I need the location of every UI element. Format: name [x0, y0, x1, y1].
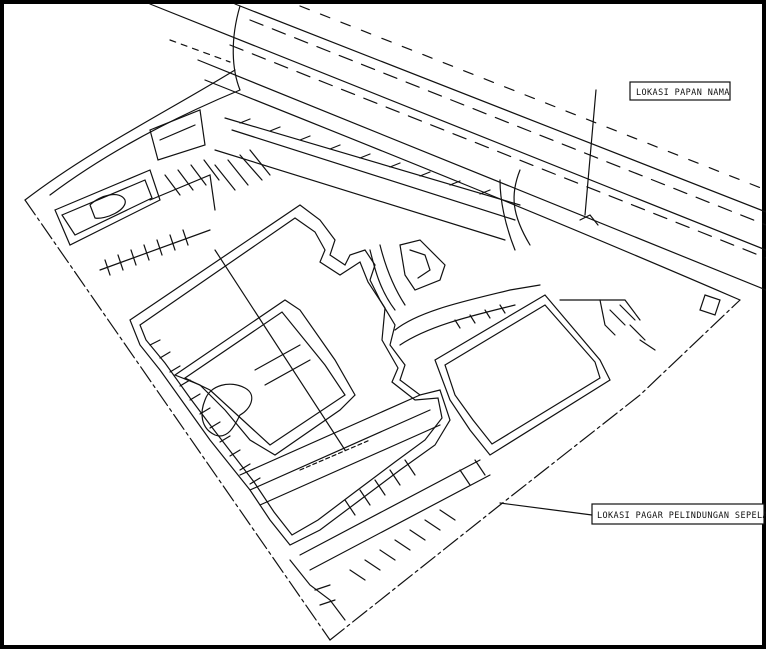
right-building [434, 294, 721, 456]
car-park-bottom [289, 304, 656, 621]
callout-top-right-text: LOKASI PAPAN NAMA [636, 88, 730, 98]
callout-bottom-right-text: LOKASI PAGAR PELINDUNGAN SEPELA [597, 511, 766, 521]
callout-leaders [499, 89, 599, 516]
callout-bottom-right: LOKASI PAGAR PELINDUNGAN SEPELA [591, 503, 766, 525]
main-building [129, 204, 451, 546]
car-park-upper-left [54, 109, 271, 276]
frontage-strip [214, 117, 521, 241]
main-road [149, 3, 766, 301]
callout-top-right: LOKASI PAPAN NAMA [629, 81, 731, 101]
site-boundary [24, 69, 741, 641]
drop-off-area [369, 239, 541, 346]
